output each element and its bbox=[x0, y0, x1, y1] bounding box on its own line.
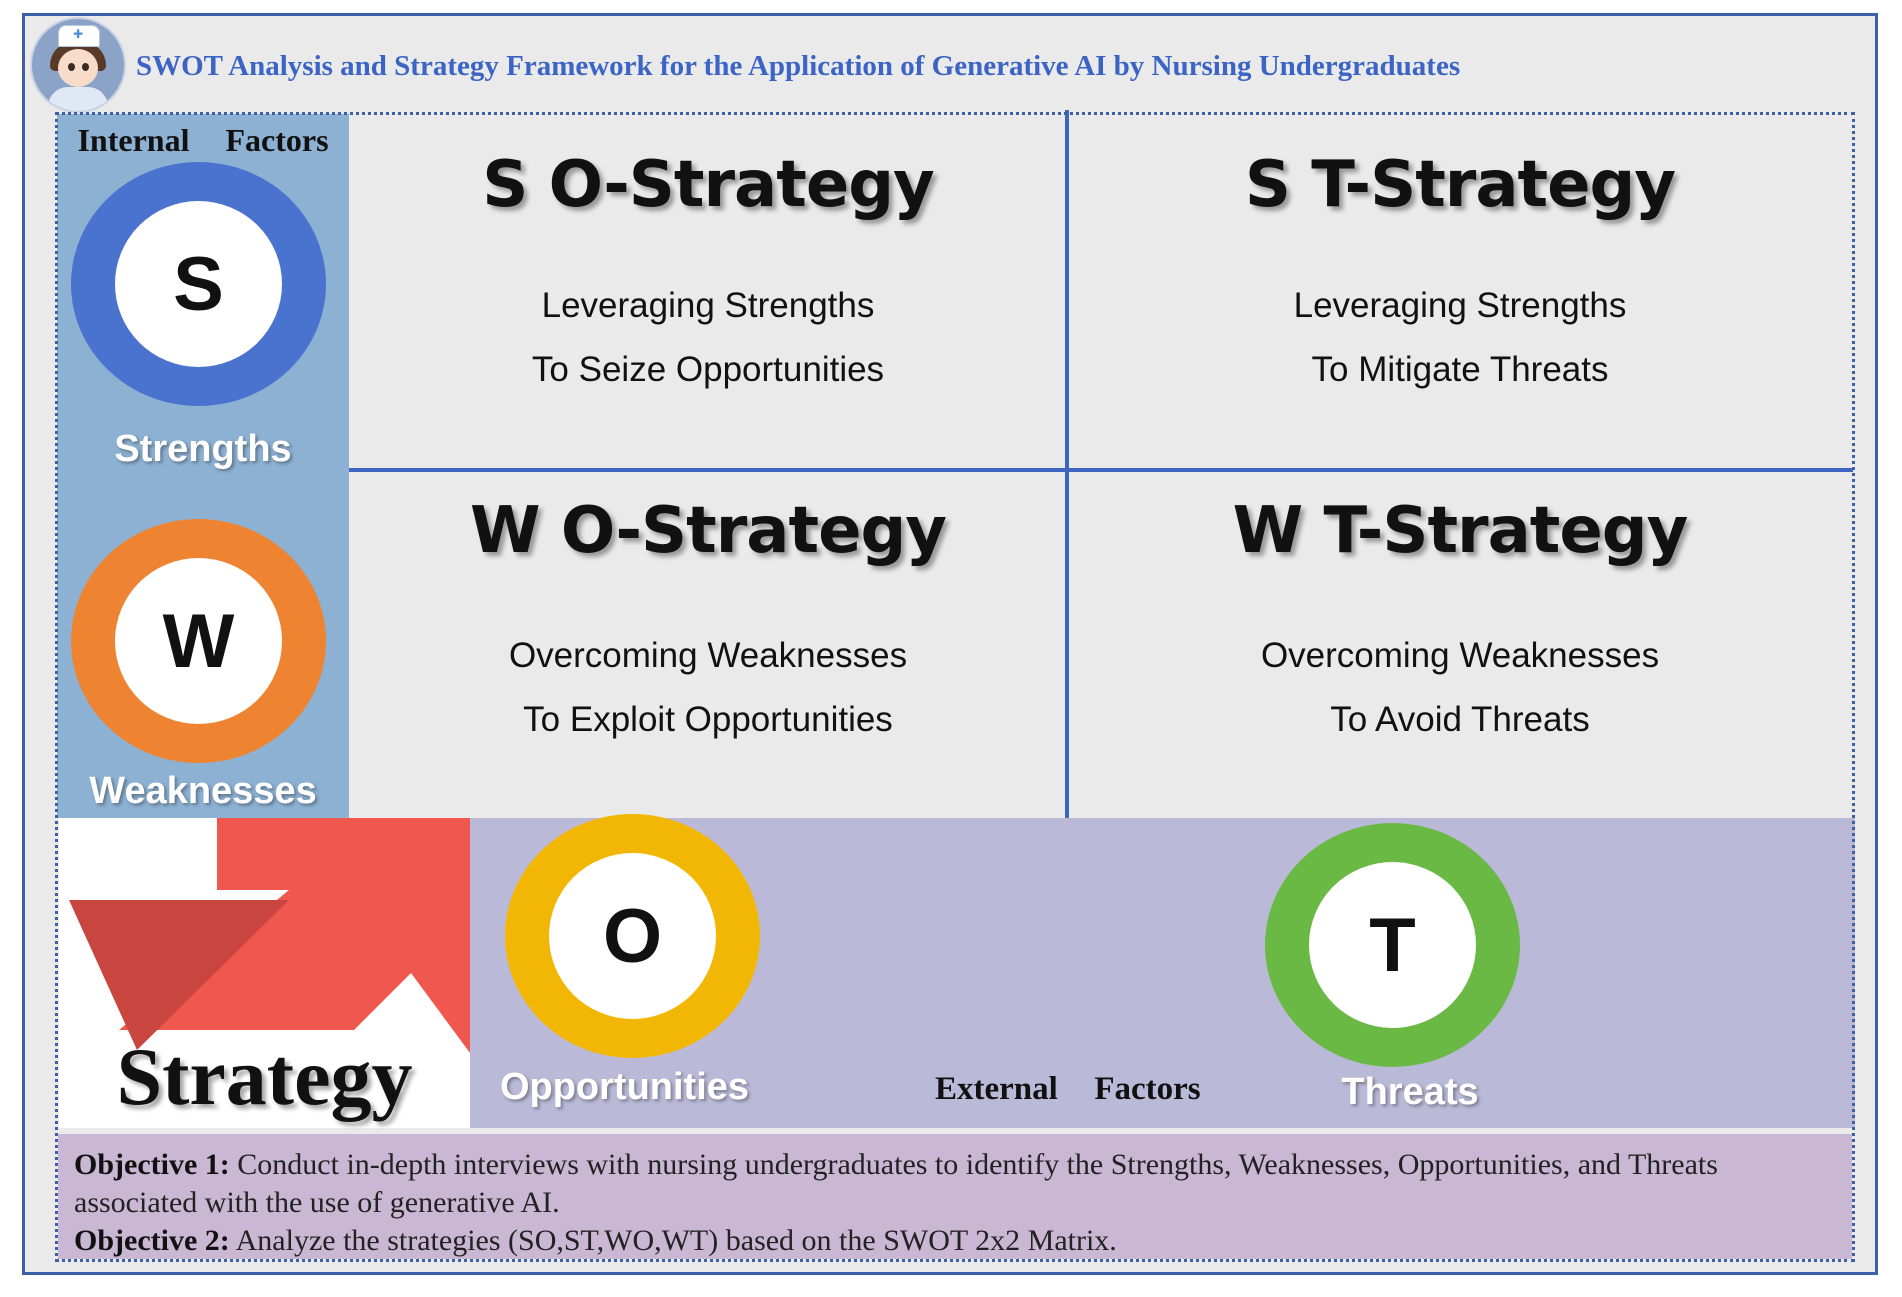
external-factors-label: External Factors bbox=[935, 1071, 1201, 1107]
figure-title: SWOT Analysis and Strategy Framework for… bbox=[136, 50, 1461, 82]
matrix-panel-border bbox=[55, 112, 1855, 1262]
objective-2-text: Analyze the strategies (SO,ST,WO,WT) bas… bbox=[229, 1224, 1117, 1257]
objectives-box: Objective 1: Conduct in-depth interviews… bbox=[58, 1134, 1852, 1259]
weaknesses-label: Weaknesses bbox=[89, 770, 317, 812]
internal-factors-label: Internal Factors bbox=[77, 122, 329, 158]
wo-strategy-line2: To Exploit Opportunities bbox=[523, 700, 893, 739]
so-strategy-quadrant: S O-Strategy Leveraging Strengths To Sei… bbox=[349, 114, 1067, 470]
st-strategy-line2: To Mitigate Threats bbox=[1311, 350, 1609, 389]
objective-2: Objective 2: Analyze the strategies (SO,… bbox=[74, 1222, 1836, 1260]
objective-2-label: Objective 2: bbox=[74, 1224, 230, 1257]
wo-strategy-title: W O-Strategy bbox=[470, 494, 947, 568]
objective-1-label: Objective 1: bbox=[74, 1148, 230, 1181]
st-strategy-title: S T-Strategy bbox=[1244, 148, 1676, 222]
threats-letter: T bbox=[1309, 862, 1476, 1028]
st-strategy-line1: Leveraging Strengths bbox=[1293, 286, 1627, 325]
so-strategy-line1: Leveraging Strengths bbox=[541, 286, 875, 325]
wt-strategy-title: W T-Strategy bbox=[1232, 494, 1689, 568]
matrix-horizontal-divider bbox=[349, 468, 1853, 472]
objective-1: Objective 1: Conduct in-depth interviews… bbox=[74, 1146, 1836, 1222]
wt-strategy-line2: To Avoid Threats bbox=[1330, 700, 1590, 739]
threats-label: Threats bbox=[1341, 1071, 1479, 1113]
so-strategy-title: S O-Strategy bbox=[482, 148, 935, 222]
strengths-letter: S bbox=[115, 201, 282, 367]
nurse-avatar-icon: ✚ bbox=[30, 17, 126, 113]
wo-strategy-quadrant: W O-Strategy Overcoming Weaknesses To Ex… bbox=[349, 470, 1067, 818]
strategy-label: Strategy bbox=[116, 1031, 413, 1122]
wt-strategy-quadrant: W T-Strategy Overcoming Weaknesses To Av… bbox=[1067, 470, 1853, 818]
wt-strategy-line1: Overcoming Weaknesses bbox=[1260, 636, 1660, 675]
wo-strategy-line1: Overcoming Weaknesses bbox=[508, 636, 908, 675]
opportunities-letter: O bbox=[549, 853, 716, 1019]
strategy-arrow-icon bbox=[69, 818, 470, 1053]
weaknesses-ring: W bbox=[71, 519, 326, 763]
strengths-ring: S bbox=[71, 162, 326, 406]
strategy-arrow-box bbox=[59, 818, 470, 1128]
strengths-label: Strengths bbox=[114, 428, 292, 470]
opportunities-ring: O bbox=[505, 814, 760, 1058]
so-strategy-line2: To Seize Opportunities bbox=[531, 350, 885, 389]
st-strategy-quadrant: S T-Strategy Leveraging Strengths To Mit… bbox=[1067, 114, 1853, 470]
objective-1-text: Conduct in-depth interviews with nursing… bbox=[74, 1148, 1718, 1219]
opportunities-label: Opportunities bbox=[499, 1066, 750, 1108]
matrix-vertical-divider bbox=[1065, 110, 1069, 818]
weaknesses-letter: W bbox=[115, 558, 282, 724]
threats-ring: T bbox=[1265, 823, 1520, 1067]
